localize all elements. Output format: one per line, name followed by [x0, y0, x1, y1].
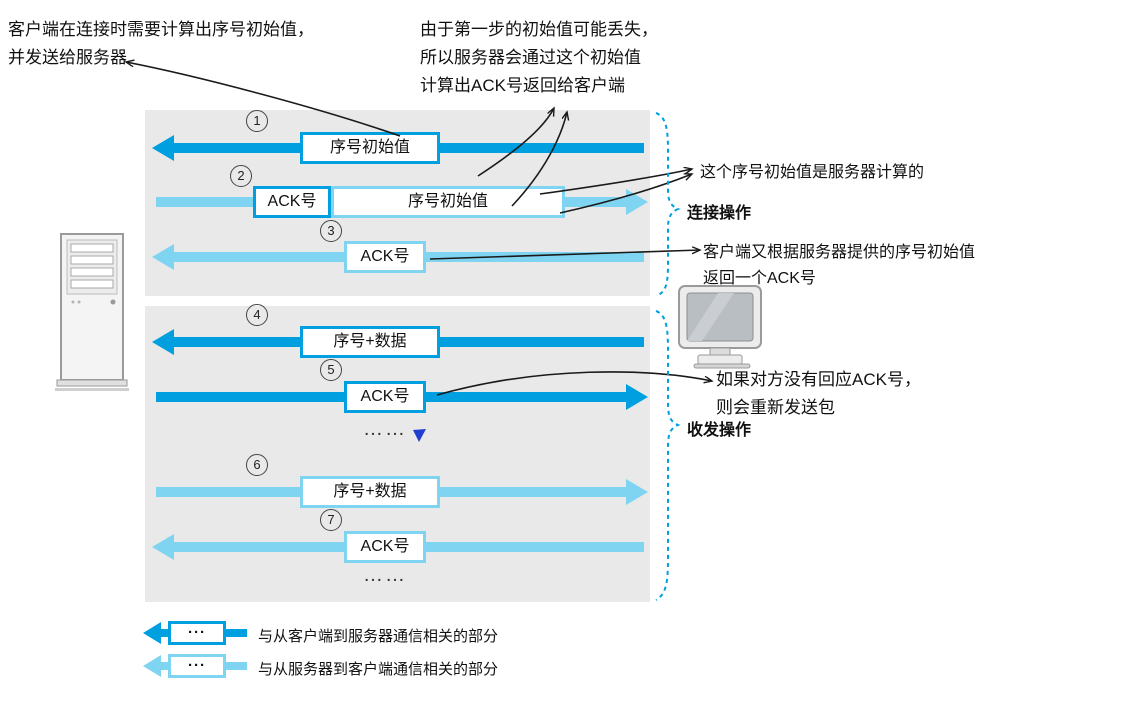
note-line: 返回一个ACK号 — [703, 270, 816, 287]
brace-connect-operations — [655, 112, 681, 297]
arrowhead-right-icon — [626, 479, 648, 505]
monitor-graphic — [678, 285, 762, 369]
step-number-4: 4 — [246, 304, 268, 326]
message-box-seq-initial: 序号初始值 — [300, 132, 440, 164]
note-line: 客户端在连接时需要计算出序号初始值， — [8, 20, 314, 39]
note-server-seq: 这个序号初始值是服务器计算的 — [700, 160, 924, 186]
ellipsis-continuation: …… — [363, 418, 407, 440]
arrowhead-right-icon — [626, 189, 648, 215]
message-box-ack: ACK号 — [344, 381, 426, 413]
note-line: 则会重新发送包 — [716, 398, 835, 417]
note-line: 所以服务器会通过这个初始值 — [420, 48, 641, 67]
arrowhead-left-icon — [143, 622, 161, 644]
message-box-ack: ACK号 — [344, 241, 426, 273]
arrowhead-left-icon — [143, 655, 161, 677]
legend-label-client-to-server: 与从客户端到服务器通信相关的部分 — [258, 628, 499, 645]
arrowhead-right-icon — [626, 384, 648, 410]
message-box-ack: ACK号 — [253, 186, 331, 218]
legend-box-light: ··· — [168, 654, 226, 678]
arrowhead-left-icon — [152, 244, 174, 270]
monitor-icon — [676, 284, 768, 377]
note-line: 计算出ACK号返回给客户端 — [420, 76, 625, 95]
brace-transfer-operations — [655, 310, 681, 601]
note-server-ack: 由于第一步的初始值可能丢失， 所以服务器会通过这个初始值 计算出ACK号返回给客… — [420, 16, 658, 100]
step-number-7: 7 — [320, 509, 342, 531]
note-resend: 如果对方没有回应ACK号， 则会重新发送包 — [716, 366, 921, 422]
message-box-ack: ACK号 — [344, 531, 426, 563]
message-box-seq-initial-server: 序号初始值 — [331, 186, 565, 218]
note-client-initial: 客户端在连接时需要计算出序号初始值， 并发送给服务器 — [8, 16, 314, 72]
step-number-2: 2 — [230, 165, 252, 187]
note-line: 如果对方没有回应ACK号， — [716, 370, 921, 389]
arrowhead-left-icon — [152, 329, 174, 355]
note-line: 这个序号初始值是服务器计算的 — [700, 164, 925, 181]
ellipsis-continuation: …… — [363, 564, 407, 586]
message-box-seq-data: 序号+数据 — [300, 326, 440, 358]
note-client-ack: 客户端又根据服务器提供的序号初始值 返回一个ACK号 — [703, 240, 975, 292]
step-number-3: 3 — [320, 220, 342, 242]
note-line: 由于第一步的初始值可能丢失， — [420, 20, 658, 39]
server-tower-graphic — [55, 233, 129, 391]
section-label-transfer: 收发操作 — [687, 422, 752, 439]
step-number-6: 6 — [246, 454, 268, 476]
note-line: 并发送给服务器 — [8, 48, 127, 67]
note-line: 客户端又根据服务器提供的序号初始值 — [703, 244, 976, 261]
arrowhead-left-icon — [152, 534, 174, 560]
message-box-seq-data: 序号+数据 — [300, 476, 440, 508]
server-tower-icon — [55, 232, 135, 399]
step-number-5: 5 — [320, 359, 342, 381]
arrowhead-left-icon — [152, 135, 174, 161]
legend-box-dark: ··· — [168, 621, 226, 645]
legend-label-server-to-client: 与从服务器到客户端通信相关的部分 — [258, 661, 499, 678]
section-label-connect: 连接操作 — [687, 205, 752, 222]
step-number-1: 1 — [246, 110, 268, 132]
